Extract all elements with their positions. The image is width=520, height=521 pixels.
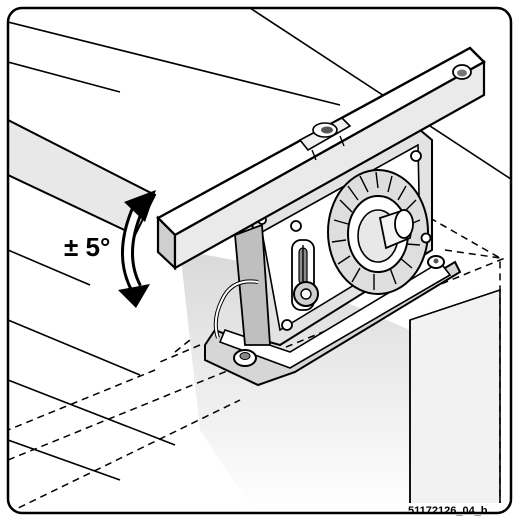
frame-border [6, 6, 513, 515]
base-bolt-right [427, 255, 445, 269]
adjustment-angle-label: ± 5° [64, 232, 110, 262]
base-bolt [233, 349, 257, 367]
rotation-arrow-icon [118, 190, 156, 308]
plate-left-flange [234, 223, 271, 346]
cabinet-top [8, 14, 330, 195]
figure-code: 51172126_04_b [408, 505, 488, 517]
adjustment-mechanism [291, 239, 319, 311]
cabinet-right-wall [409, 288, 501, 513]
plate-screws [257, 150, 432, 331]
spirit-level-icon [156, 46, 486, 271]
bearing-unit-icon [327, 169, 429, 295]
